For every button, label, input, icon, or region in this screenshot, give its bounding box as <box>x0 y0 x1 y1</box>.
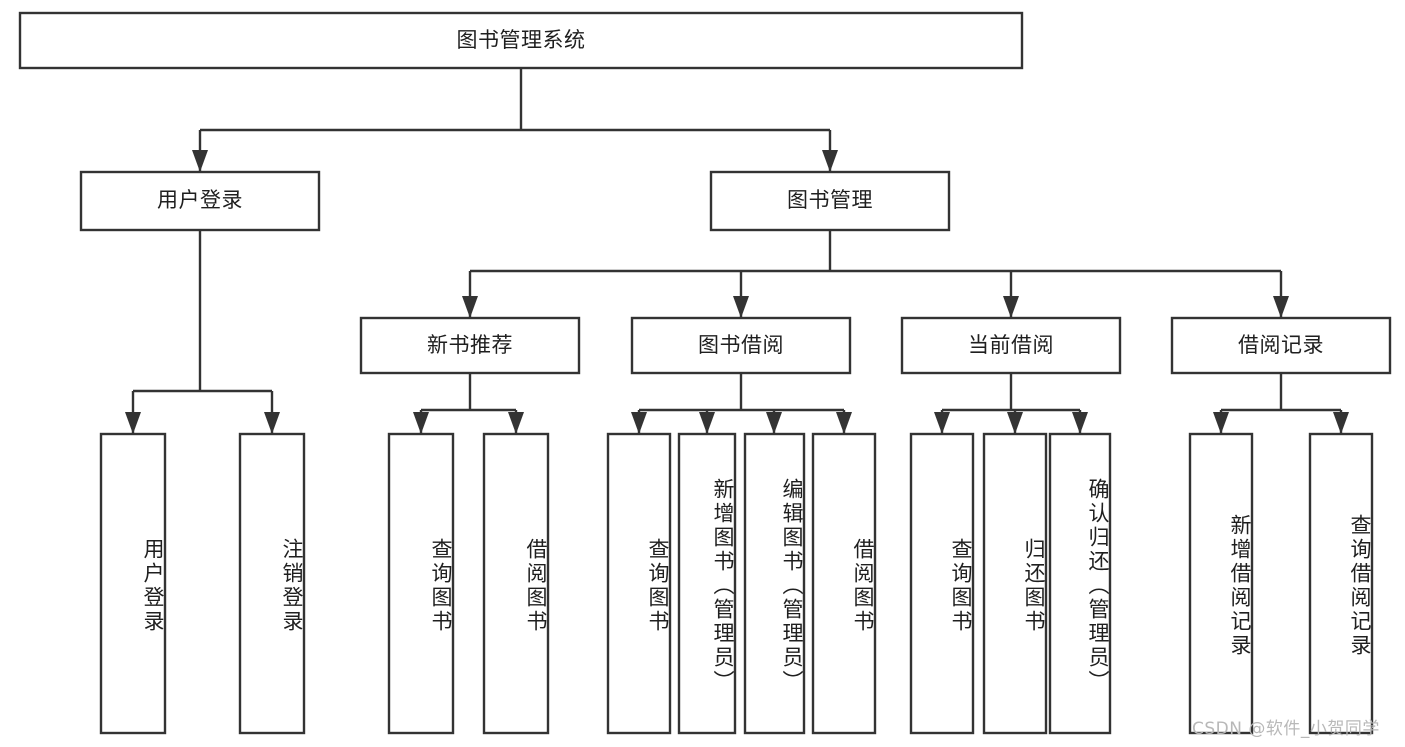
arrow-icon-current_to_leaves-1 <box>1007 412 1023 434</box>
node-box-leaf-return-book[interactable] <box>982 432 1048 735</box>
arrow-icon-borrow_to_leaves-2 <box>766 412 782 434</box>
arrow-icon-root_to_level1-0 <box>192 150 208 172</box>
arrow-icon-book_mgmt_to_level2-0 <box>462 296 478 318</box>
node-box-leaf-query-book-recommend[interactable] <box>387 432 455 735</box>
node-box-leaf-borrow-book[interactable] <box>811 432 877 735</box>
node-box-leaf-edit-book-admin[interactable] <box>743 432 806 735</box>
csdn-watermark: CSDN @软件_小贺同学 <box>1192 719 1380 739</box>
arrow-icon-root_to_level1-1 <box>822 150 838 172</box>
node-box-book-borrow[interactable] <box>630 316 852 375</box>
arrow-icon-record_to_leaves-0 <box>1213 412 1229 434</box>
node-box-leaf-add-borrow-record[interactable] <box>1188 432 1254 735</box>
node-box-leaf-borrow-book-recommend[interactable] <box>482 432 550 735</box>
arrow-icon-current_to_leaves-0 <box>934 412 950 434</box>
arrow-icon-current_to_leaves-2 <box>1072 412 1088 434</box>
node-box-new-book-recommend[interactable] <box>359 316 581 375</box>
arrow-icon-user_login_to_leaves-0 <box>125 412 141 434</box>
arrow-icon-book_mgmt_to_level2-3 <box>1273 296 1289 318</box>
node-box-root[interactable] <box>18 11 1024 70</box>
node-box-leaf-confirm-return-admin[interactable] <box>1048 432 1112 735</box>
node-box-leaf-user-login[interactable] <box>99 432 167 735</box>
node-box-leaf-add-book-admin[interactable] <box>677 432 737 735</box>
arrow-icon-recommend_to_leaves-1 <box>508 412 524 434</box>
arrow-icon-user_login_to_leaves-1 <box>264 412 280 434</box>
connectors-layer <box>125 68 1349 434</box>
node-box-leaf-query-book-current[interactable] <box>909 432 975 735</box>
arrow-icon-book_mgmt_to_level2-2 <box>1003 296 1019 318</box>
arrow-icon-borrow_to_leaves-0 <box>631 412 647 434</box>
arrow-icon-book_mgmt_to_level2-1 <box>733 296 749 318</box>
arrow-icon-record_to_leaves-1 <box>1333 412 1349 434</box>
node-box-leaf-query-book-borrow[interactable] <box>606 432 672 735</box>
node-box-leaf-logout[interactable] <box>238 432 306 735</box>
node-box-user-login[interactable] <box>79 170 321 232</box>
arrow-icon-recommend_to_leaves-0 <box>413 412 429 434</box>
arrow-icon-borrow_to_leaves-1 <box>699 412 715 434</box>
node-box-leaf-query-borrow-record[interactable] <box>1308 432 1374 735</box>
node-box-current-borrow[interactable] <box>900 316 1122 375</box>
node-boxes-layer <box>18 11 1392 735</box>
arrow-icon-borrow_to_leaves-3 <box>836 412 852 434</box>
node-box-borrow-record[interactable] <box>1170 316 1392 375</box>
node-box-book-management[interactable] <box>709 170 951 232</box>
